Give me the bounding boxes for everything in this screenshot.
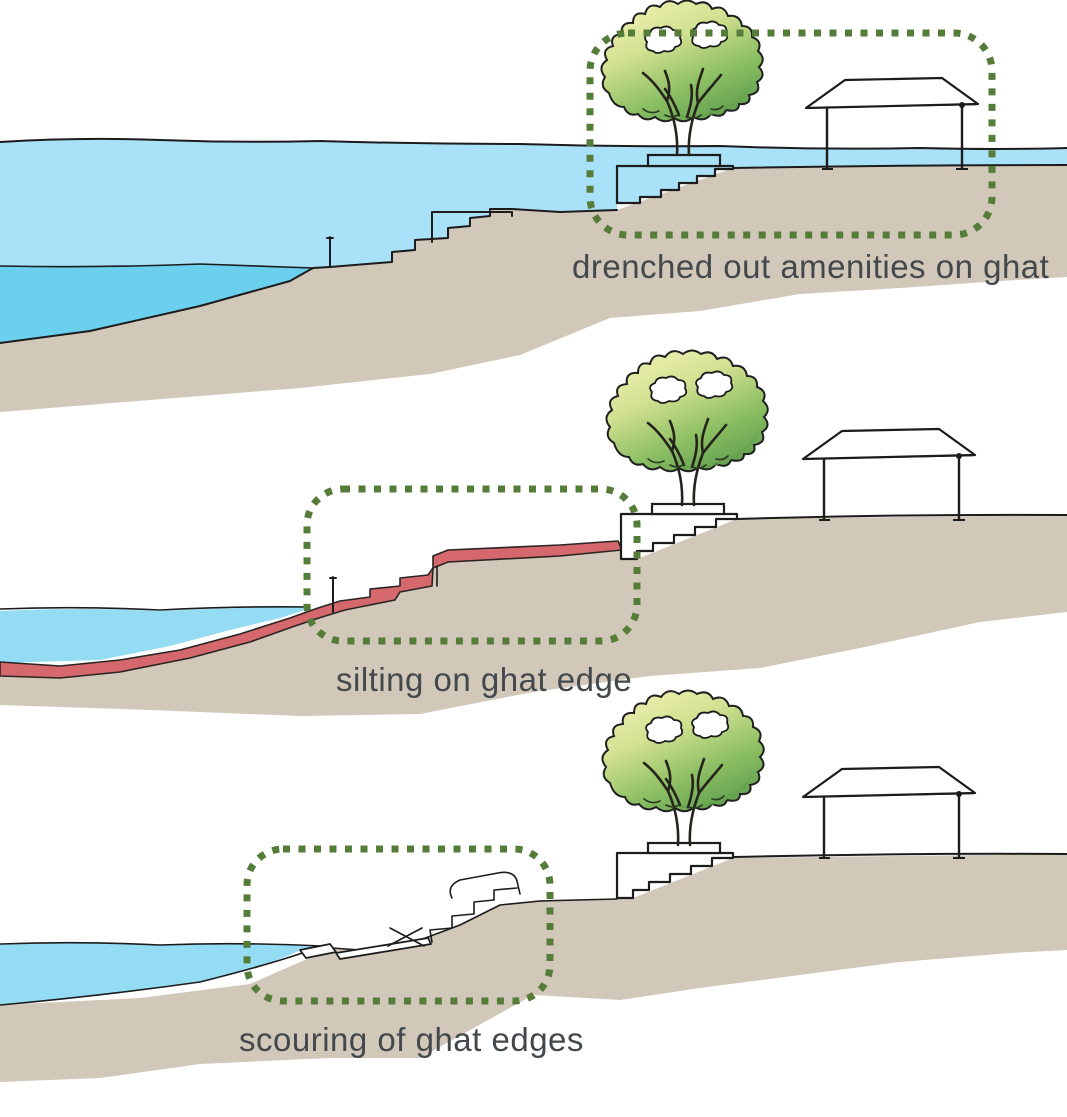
platform-block <box>615 164 735 205</box>
waterlevel-pole <box>329 576 337 613</box>
broken-slab <box>335 937 432 960</box>
panel-flooded-ghat: drenched out amenities on ghat <box>0 1 1067 412</box>
broken-slab <box>299 943 337 959</box>
riverbank-ground <box>0 854 1067 1082</box>
tree-pedestal <box>646 153 722 168</box>
terrace-line <box>732 164 1067 169</box>
panel-caption: silting on ghat edge <box>336 661 632 698</box>
ghat-stairs <box>615 851 735 900</box>
highlight-box-flood <box>586 29 996 239</box>
riverbank-ground <box>0 165 1067 412</box>
river-water <box>0 264 313 343</box>
pavilion-icon <box>801 427 977 522</box>
pavilion-icon <box>801 765 977 860</box>
submerged-parapet <box>431 211 513 243</box>
submerged-steps <box>0 208 618 344</box>
terrace-line <box>732 852 1067 858</box>
panel-scoured-ghat: scouring of ghat edges <box>0 691 1067 1082</box>
tree-icon <box>602 691 763 846</box>
low-water <box>0 607 310 663</box>
flood-water-surface <box>0 137 1067 150</box>
tree-pedestal <box>646 841 722 855</box>
highlight-box-silting <box>303 485 641 645</box>
riverbank-ground <box>0 515 1067 716</box>
waterlevel-pole <box>326 236 334 268</box>
tree-pedestal <box>650 502 726 516</box>
tree-icon <box>606 351 767 506</box>
low-water <box>0 942 322 1005</box>
broken-fragment <box>449 871 521 899</box>
silt-on-parapet <box>432 540 623 569</box>
panel-silted-ghat: silting on ghat edge <box>0 351 1067 716</box>
collapse-cross-marks <box>387 927 425 947</box>
broken-steps <box>429 887 518 943</box>
panel-caption: drenched out amenities on ghat <box>572 248 1049 285</box>
panel-caption: scouring of ghat edges <box>239 1021 584 1058</box>
tree-icon <box>601 1 762 156</box>
water-surface <box>0 606 311 611</box>
old-waterline <box>0 263 314 269</box>
water-surface <box>0 941 323 947</box>
flood-water <box>0 138 1067 268</box>
pool-bed-line <box>0 945 323 1006</box>
highlight-box-scouring <box>243 845 554 1005</box>
terrace-line <box>736 513 1067 520</box>
